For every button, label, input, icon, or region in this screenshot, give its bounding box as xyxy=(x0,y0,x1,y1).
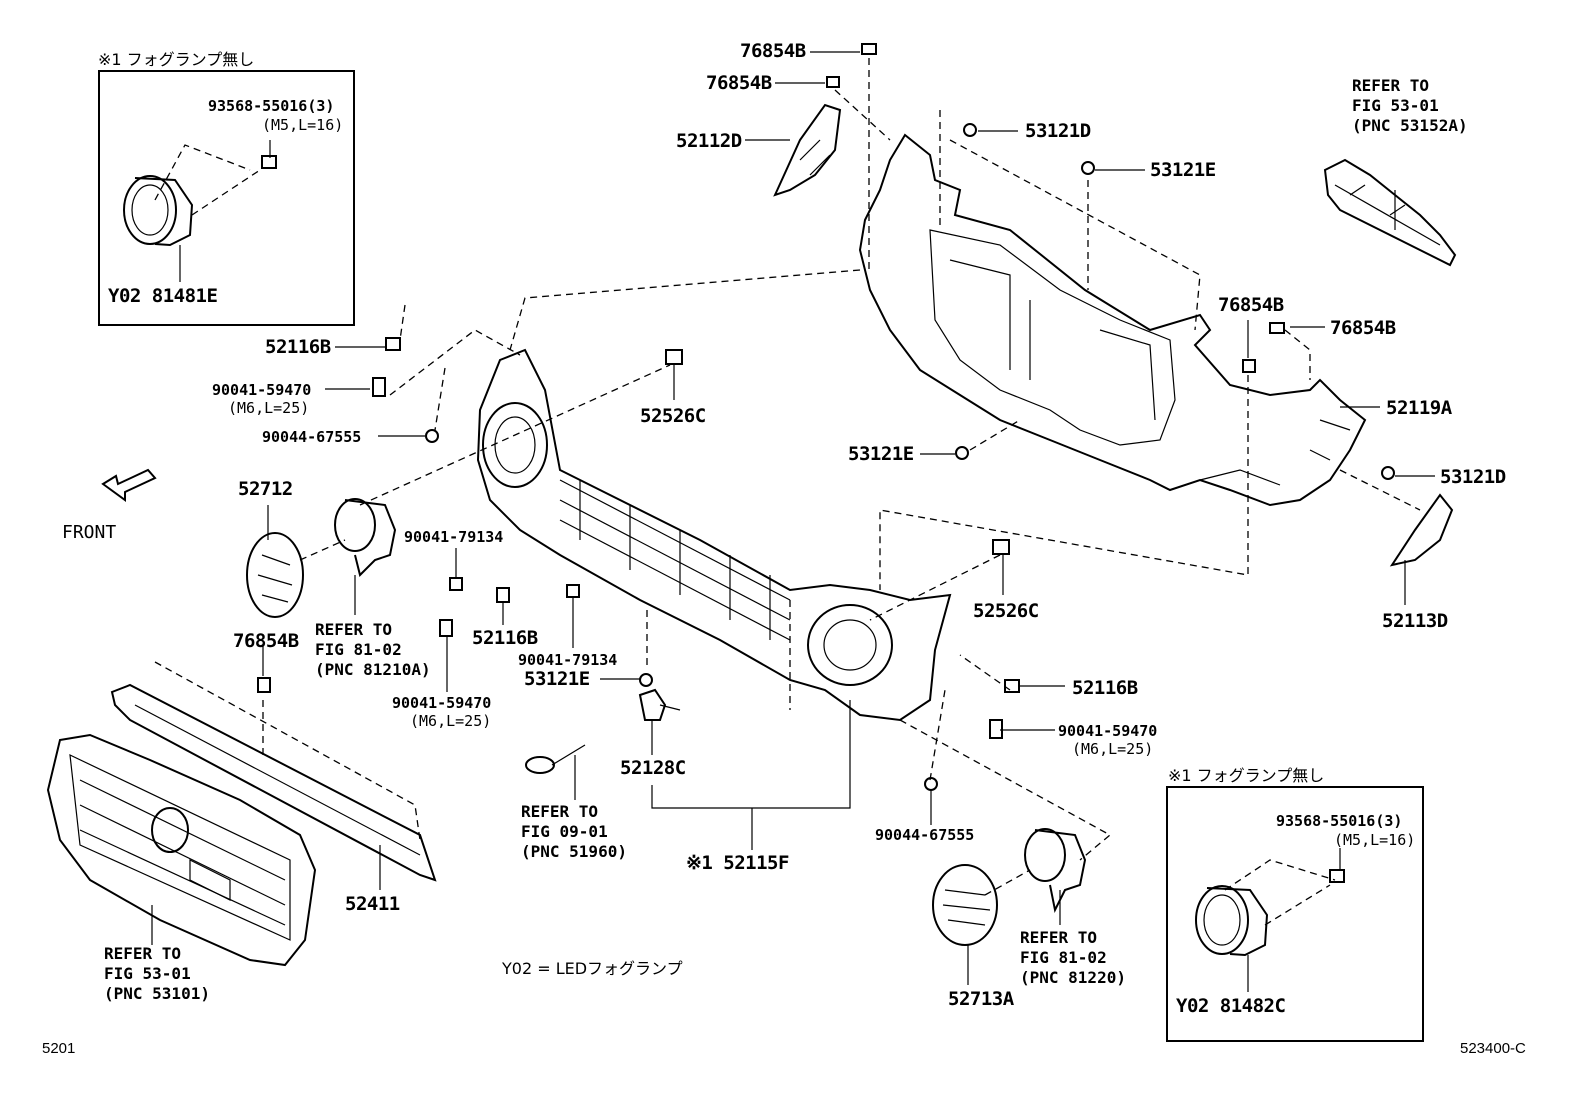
ref-51960[interactable]: REFER TO FIG 09-01 (PNC 51960) xyxy=(521,802,627,861)
no-fog-note-bottom: ※1 フォグランプ無し xyxy=(1168,766,1325,785)
part-93568-top: 93568-55016(3) xyxy=(208,97,335,115)
foglamp-81482C xyxy=(1195,885,1269,957)
retainer-53152A xyxy=(1323,158,1457,267)
part-90041-79134-b: 90041-79134 xyxy=(518,651,618,669)
grille-53101 xyxy=(46,733,317,967)
part-53121E-low: 53121E xyxy=(524,668,590,690)
part-52115F: ※1 52115F xyxy=(686,852,789,874)
foglamp-81481E xyxy=(123,175,194,247)
part-90044-67555-top: 90044-67555 xyxy=(262,428,362,446)
part-90041-79134-a: 90041-79134 xyxy=(404,528,504,546)
no-fog-box-top xyxy=(98,70,355,326)
part-76854B-top: 76854B xyxy=(740,40,806,62)
part-76854B-2: 76854B xyxy=(706,72,772,94)
ref-81210A[interactable]: REFER TO FIG 81-02 (PNC 81210A) xyxy=(315,620,431,679)
part-52119A: 52119A xyxy=(1386,397,1452,419)
front-arrow-icon xyxy=(101,468,157,502)
part-81482C: Y02 81482C xyxy=(1176,995,1286,1017)
part-76854B-right: 76854B xyxy=(1330,317,1396,339)
part-81481E: Y02 81481E xyxy=(108,285,218,307)
harness-52128C xyxy=(525,688,681,774)
side-bracket-52113D xyxy=(1389,493,1454,567)
part-90041-59470-mid-spec: (M6,L=25) xyxy=(410,712,492,730)
part-52113D: 52113D xyxy=(1382,610,1448,632)
part-76854B-left: 76854B xyxy=(233,630,299,652)
part-90041-59470-mid: 90041-59470 xyxy=(392,694,492,712)
part-90041-59470-top-spec: (M6,L=25) xyxy=(228,399,310,417)
bezel-52712 xyxy=(246,532,304,618)
part-52116B-right: 52116B xyxy=(1072,677,1138,699)
part-90041-59470-right-spec: (M6,L=25) xyxy=(1072,740,1154,758)
front-label: FRONT xyxy=(62,522,117,543)
part-93568-top-spec: (M5,L=16) xyxy=(262,116,344,134)
ref-81220[interactable]: REFER TO FIG 81-02 (PNC 81220) xyxy=(1020,928,1126,987)
part-52116B-top: 52116B xyxy=(265,336,331,358)
page-number-right: 523400-C xyxy=(1460,1040,1526,1057)
part-52713A: 52713A xyxy=(948,988,1014,1010)
ref-53101[interactable]: REFER TO FIG 53-01 (PNC 53101) xyxy=(104,944,210,1003)
part-52526C-right: 52526C xyxy=(973,600,1039,622)
part-90041-59470-top: 90041-59470 xyxy=(212,381,312,399)
part-52112D: 52112D xyxy=(676,130,742,152)
foglamp-81220 xyxy=(1024,828,1087,914)
y02-legend: Y02 = LEDフォグランプ xyxy=(502,959,683,978)
molding-52411 xyxy=(110,683,437,882)
part-52712: 52712 xyxy=(238,478,293,500)
part-90044-67555-low: 90044-67555 xyxy=(875,826,975,844)
part-53121D-right: 53121D xyxy=(1440,466,1506,488)
part-53121E-mid: 53121E xyxy=(848,443,914,465)
foglamp-81210A xyxy=(334,498,397,577)
assembly-lines xyxy=(154,58,1421,926)
fasteners xyxy=(257,43,1395,883)
bumper-cover-52119A xyxy=(858,133,1367,507)
page-number-left: 5201 xyxy=(42,1040,76,1057)
no-fog-note-top: ※1 フォグランプ無し xyxy=(98,50,255,69)
part-93568-bottom: 93568-55016(3) xyxy=(1276,812,1403,830)
part-76854B-mid: 76854B xyxy=(1218,294,1284,316)
part-52526C-top: 52526C xyxy=(640,405,706,427)
no-fog-box-bottom xyxy=(1166,786,1424,1042)
part-52116B-mid: 52116B xyxy=(472,627,538,649)
part-52128C: 52128C xyxy=(620,757,686,779)
part-52411: 52411 xyxy=(345,893,400,915)
bezel-52713A xyxy=(932,864,998,946)
side-bracket-52112D xyxy=(773,103,842,197)
part-93568-bottom-spec: (M5,L=16) xyxy=(1334,831,1416,849)
part-90041-59470-right: 90041-59470 xyxy=(1058,722,1158,740)
part-53121D-top: 53121D xyxy=(1025,120,1091,142)
lower-bumper-52115F xyxy=(476,348,952,722)
leader-lines xyxy=(151,51,1435,992)
ref-53152A[interactable]: REFER TO FIG 53-01 (PNC 53152A) xyxy=(1352,76,1468,135)
part-53121E-top: 53121E xyxy=(1150,159,1216,181)
